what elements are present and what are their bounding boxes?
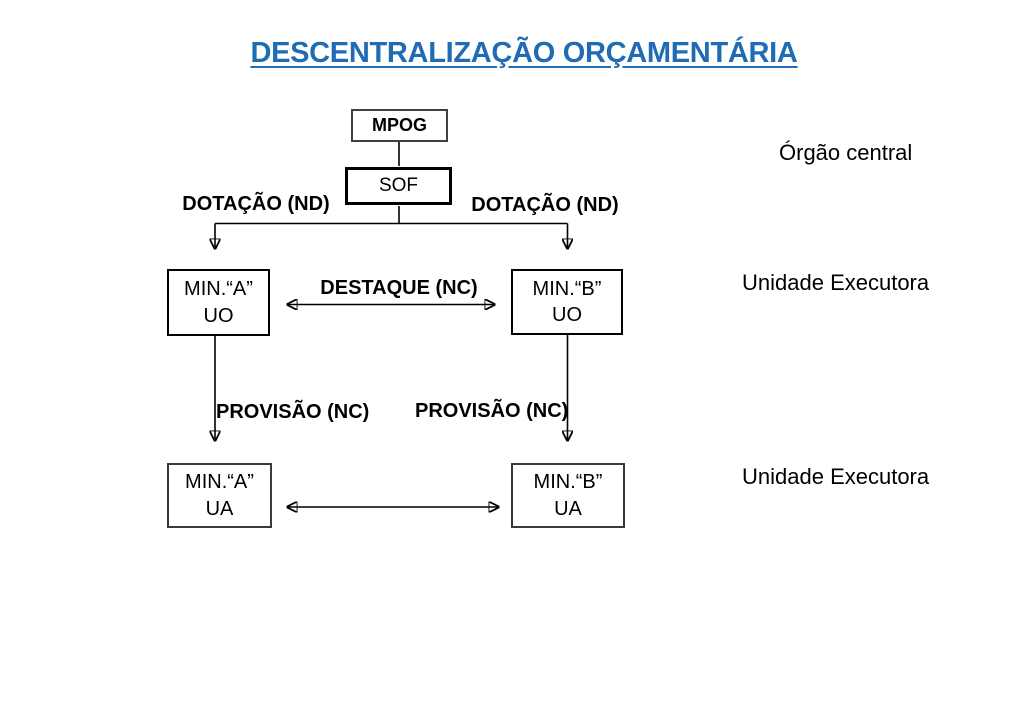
node-min-a-uo-line1: MIN.“A”	[184, 278, 253, 301]
edge-label-dotacao-left: DOTAÇÃO (ND)	[182, 193, 330, 215]
side-label-orgao-central: Órgão central	[779, 140, 913, 165]
side-label-unidade-executora-top: Unidade Executora	[742, 270, 930, 295]
edge-label-provisao-left: PROVISÃO (NC)	[216, 401, 370, 423]
edge-label-provisao-right: PROVISÃO (NC)	[415, 400, 569, 422]
node-sof: SOF	[345, 167, 452, 205]
node-min-b-uo-line1: MIN.“B”	[532, 277, 602, 300]
node-min-b-ua-line1: MIN.“B”	[533, 471, 603, 494]
node-min-a-uo: MIN.“A” UO	[167, 269, 270, 336]
node-min-a-ua: MIN.“A” UA	[167, 463, 272, 528]
node-mpog: MPOG	[351, 109, 448, 142]
node-min-a-ua-line1: MIN.“A”	[185, 471, 254, 494]
node-sof-label: SOF	[378, 175, 419, 197]
node-min-a-uo-line2: UO	[203, 304, 234, 327]
node-min-a-ua-line2: UA	[205, 497, 234, 520]
node-mpog-label: MPOG	[371, 114, 427, 135]
side-label-unidade-executora-bottom: Unidade Executora	[742, 464, 930, 489]
node-min-b-ua-line2: UA	[554, 497, 582, 520]
page-title: DESCENTRALIZAÇÃO ORÇAMENTÁRIA	[250, 37, 798, 69]
edge-label-destaque: DESTAQUE (NC)	[320, 277, 478, 299]
edge-label-dotacao-right: DOTAÇÃO (ND)	[471, 194, 619, 216]
node-min-b-uo: MIN.“B” UO	[511, 269, 623, 335]
node-min-b-uo-line2: UO	[552, 304, 582, 326]
node-min-b-ua: MIN.“B” UA	[511, 463, 625, 528]
